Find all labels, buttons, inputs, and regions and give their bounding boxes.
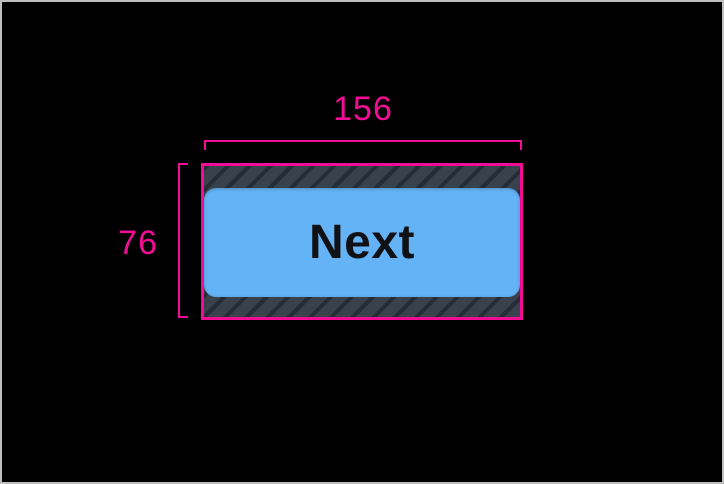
- height-dimension-bracket: [178, 163, 188, 318]
- padding-hatch-bottom: [204, 297, 520, 317]
- padding-hatch-top: [204, 166, 520, 188]
- selection-overlay: Next: [201, 163, 523, 320]
- width-dimension-bracket: [204, 140, 522, 150]
- height-dimension-label: 76: [118, 224, 158, 262]
- next-button-label: Next: [308, 215, 416, 269]
- width-dimension-label: 156: [333, 90, 393, 128]
- next-button[interactable]: Next: [204, 188, 520, 297]
